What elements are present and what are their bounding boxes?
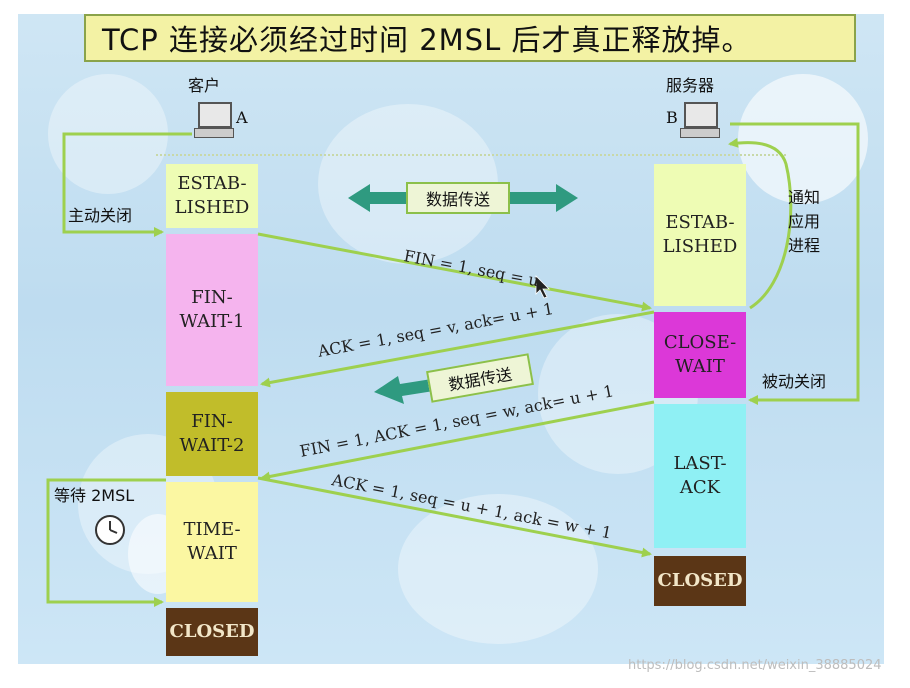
label-active-close: 主动关闭 <box>68 206 133 225</box>
server-label: 服务器 <box>666 76 715 95</box>
label-passive-close: 被动关闭 <box>762 372 827 391</box>
client-state-established: ESTAB- LISHED <box>166 164 258 228</box>
server-computer-icon <box>680 102 720 140</box>
wait-2msl-loop <box>46 478 166 607</box>
client-state-time-wait: TIME- WAIT <box>166 482 258 602</box>
client-letter: A <box>236 108 248 127</box>
label-notify-app: 通知 应用 进程 <box>788 188 821 255</box>
diagram-arrows <box>46 122 860 607</box>
data-transfer-arrow-left <box>374 376 440 404</box>
label-wait-2msl: 等待 2MSL <box>54 486 135 505</box>
bg-bubble <box>398 494 598 644</box>
watermark-url: https://blog.csdn.net/weixin_38885024 <box>628 658 882 673</box>
flower-decoration <box>738 74 868 204</box>
diagram-frame: TCP 连接必须经过时间 2MSL 后才真正释放掉。 客户 A 服务器 B ES… <box>18 14 884 664</box>
server-state-close-wait: CLOSE- WAIT <box>654 312 746 398</box>
passive-close-loop <box>730 122 860 405</box>
client-state-closed: CLOSED <box>166 608 258 656</box>
notify-app-curve <box>728 137 793 310</box>
client-state-fin-wait-1: FIN- WAIT-1 <box>166 234 258 386</box>
server-state-established: ESTAB- LISHED <box>654 164 746 306</box>
active-close-loop <box>62 132 192 237</box>
msg-final-ack-arrow <box>257 476 652 558</box>
msg-fin-arrow <box>257 232 652 312</box>
client-state-fin-wait-2: FIN- WAIT-2 <box>166 392 258 476</box>
clock-icon <box>95 515 125 545</box>
client-computer-icon <box>194 102 234 140</box>
server-state-last-ack: LAST- ACK <box>654 404 746 548</box>
server-state-closed: CLOSED <box>654 556 746 606</box>
client-label: 客户 <box>188 76 221 95</box>
msg-ack-arrow <box>260 310 655 388</box>
timeline-top-divider <box>156 154 786 156</box>
server-letter: B <box>666 108 678 127</box>
mouse-cursor-icon <box>535 275 550 299</box>
page-title: TCP 连接必须经过时间 2MSL 后才真正释放掉。 <box>84 14 856 62</box>
data-transfer-label-top: 数据传送 <box>406 182 510 214</box>
msg-fin-ack-arrow <box>260 400 655 482</box>
